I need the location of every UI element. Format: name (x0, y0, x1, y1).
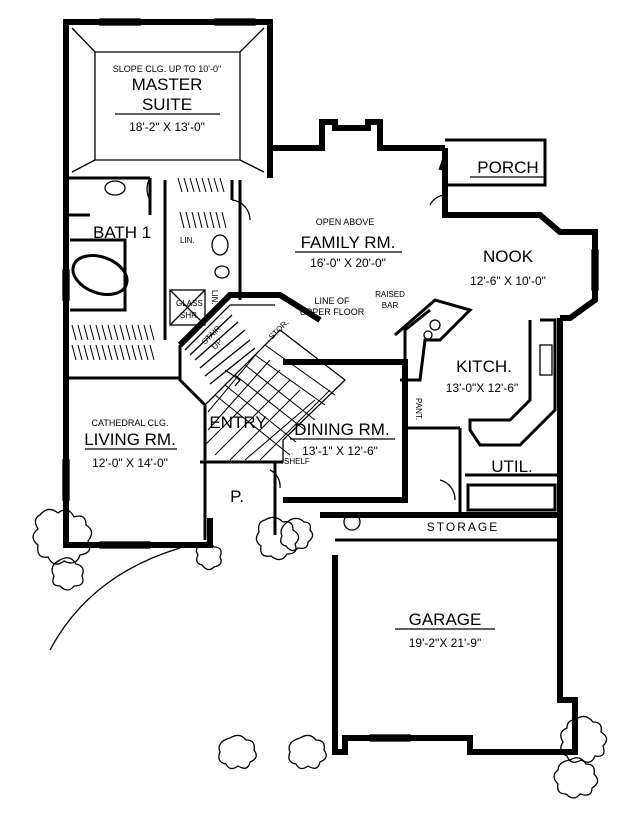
entry-tile-floor (204, 329, 346, 463)
pantry-label: PANT. (414, 398, 423, 420)
glass-shower-label-2: SHR. (180, 311, 199, 320)
upper-floor-note-1: LINE OF (314, 296, 350, 306)
master-suite-note: SLOPE CLG. UP TO 10'-0" (113, 64, 221, 74)
bath-label: BATH 1 (93, 223, 151, 242)
kitchen-label: KITCH. (456, 357, 512, 376)
raised-bar-label-1: RAISED (375, 290, 405, 299)
stair-steps (184, 304, 275, 387)
dining-room-dimensions: 13'-1" X 12'-6" (302, 444, 378, 458)
family-room-note: OPEN ABOVE (316, 217, 375, 227)
windows (62, 18, 599, 742)
upper-floor-note-2: UPPER FLOOR (300, 307, 365, 317)
room-labels: SLOPE CLG. UP TO 10'-0" MASTER SUITE 18'… (84, 64, 546, 650)
living-room-note: CATHEDRAL CLG. (91, 418, 168, 428)
living-room-label: LIVING RM. (84, 430, 176, 449)
glass-shower-label-1: GLASS (176, 299, 203, 308)
walls (63, 19, 598, 755)
nook-dimensions: 12'-6" X 10'-0" (470, 274, 546, 288)
bath-fixtures (70, 180, 230, 326)
storage-label: STORAGE (427, 520, 499, 534)
linen-label-1: LIN. (180, 236, 195, 245)
dining-room-label: DINING RM. (294, 420, 389, 439)
closet-hatching (71, 177, 227, 361)
garage-dimensions: 19'-2"X 21'-9" (409, 636, 481, 650)
entry-label: ENTRY (209, 413, 266, 432)
patio-label: P. (230, 487, 244, 506)
landscaping (32, 508, 608, 799)
nook-label: NOOK (483, 247, 534, 266)
kitchen-fixtures (343, 154, 557, 531)
kitchen-dimensions: 13'-0"X 12'-6" (446, 381, 518, 395)
living-room-dimensions: 12'-0" X 14'-0" (92, 456, 168, 470)
family-room-dimensions: 16'-0" X 20'-0" (310, 256, 386, 270)
door-swings (146, 177, 456, 501)
garage-label: GARAGE (409, 610, 482, 629)
utility-label: UTIL. (491, 457, 533, 476)
ceiling-slope-lines (71, 27, 265, 173)
linen-label-2: LIN. (210, 290, 219, 305)
family-room-label: FAMILY RM. (301, 233, 396, 252)
storage-closet-label: STOR. (267, 318, 291, 342)
shelf-label: SHELF (284, 457, 310, 466)
porch-label: PORCH (477, 158, 538, 177)
master-suite-label-2: SUITE (142, 95, 192, 114)
raised-bar-label-2: BAR (382, 301, 399, 310)
master-suite-label-1: MASTER (132, 75, 203, 94)
master-suite-dimensions: 18'-2" X 13'-0" (129, 120, 205, 134)
